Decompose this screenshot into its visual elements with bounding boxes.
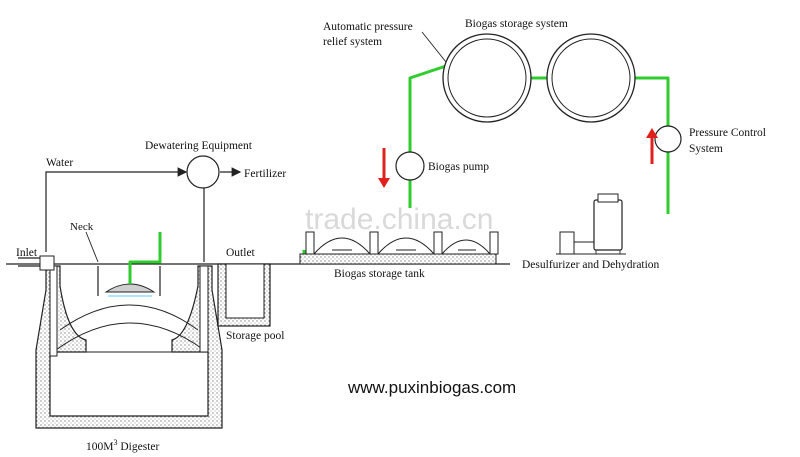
desulfurizer-unit	[556, 193, 626, 255]
neck-pointer	[85, 231, 99, 263]
biogas-storage-tanks	[299, 231, 499, 265]
pressure-control-label-1: Pressure Control	[689, 127, 766, 139]
desulfurizer-label: Desulfurizer and Dehydration	[522, 259, 660, 271]
dewatering-label: Dewatering Equipment	[145, 140, 253, 152]
neck-label: Neck	[70, 221, 94, 233]
dewatering-equipment	[186, 155, 220, 189]
digester	[35, 265, 223, 429]
digester-label: 100M3 Digester	[86, 438, 159, 453]
water-label: Water	[46, 157, 73, 169]
biogas-pump	[395, 151, 425, 181]
relief-pointer	[421, 31, 447, 63]
fertilizer-label: Fertilizer	[244, 168, 286, 180]
website-url: www.puxinbiogas.com	[347, 378, 516, 397]
relief-label-1: Automatic pressure	[323, 21, 413, 33]
pump-up-pipe	[408, 64, 447, 152]
digester-gas-pipe	[128, 232, 162, 284]
storage-out-pipe	[632, 76, 670, 126]
storage-pool-label: Storage pool	[226, 330, 284, 342]
biogas-storage-spheres	[442, 33, 636, 123]
storage-system-label: Biogas storage system	[465, 18, 568, 30]
pressure-control	[654, 125, 682, 153]
biogas-pump-label: Biogas pump	[428, 161, 489, 173]
water-line	[45, 167, 205, 262]
inlet-label: Inlet	[16, 247, 38, 259]
inlet-box	[39, 255, 55, 271]
storage-tank-label: Biogas storage tank	[334, 268, 425, 280]
relief-label-2: relief system	[323, 36, 382, 48]
outlet-label: Outlet	[226, 247, 256, 259]
storage-pool	[217, 263, 271, 327]
watermark-text: trade.china.cn	[305, 203, 493, 236]
pressure-control-label-2: System	[689, 143, 723, 155]
